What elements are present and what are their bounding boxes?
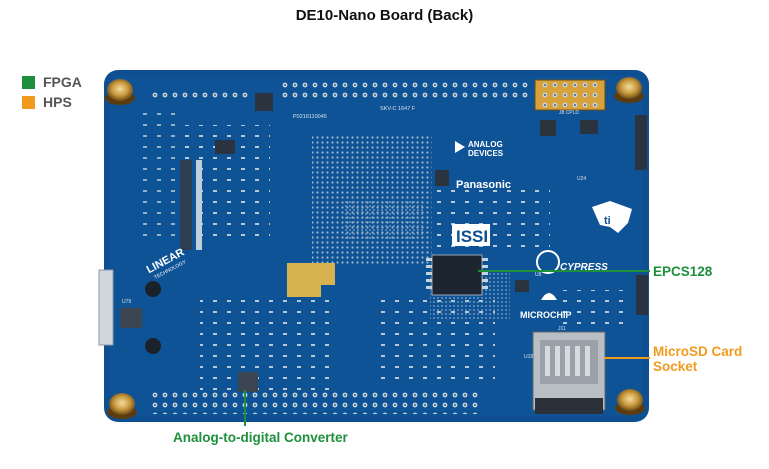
svg-text:ti: ti <box>604 215 611 227</box>
svg-text:U24: U24 <box>577 176 586 182</box>
top-gpio-header <box>280 80 530 102</box>
svg-text:DEVICES: DEVICES <box>468 149 504 158</box>
usb-connector <box>98 269 114 346</box>
svg-text:MICROCHIP: MICROCHIP <box>520 310 572 320</box>
adc-label: Analog-to-digital Converter <box>173 430 348 445</box>
svg-text:U18: U18 <box>524 354 533 360</box>
microchip-logo: MICROCHIP <box>520 293 572 320</box>
svg-text:U8: U8 <box>535 272 542 278</box>
svg-text:SKV-C 1647 F: SKV-C 1647 F <box>380 106 416 112</box>
legend-label-fpga: FPGA <box>43 74 82 90</box>
mounting-nut-tr <box>614 77 644 103</box>
panasonic-logo: Panasonic <box>456 179 511 191</box>
analog-devices-logo: ANALOG DEVICES <box>455 140 504 158</box>
microsd-label-line1: MicroSD Card <box>653 344 743 359</box>
microsd-label-line2: Socket <box>653 359 698 374</box>
microsd-label: MicroSD Card Socket <box>653 344 742 374</box>
bottom-gpio-header <box>150 392 480 414</box>
svg-text:ISSI: ISSI <box>456 227 488 246</box>
fpga-swatch <box>22 75 35 89</box>
svg-text:J8 CPLD: J8 CPLD <box>559 110 579 116</box>
texas-instruments-logo: ti <box>592 201 632 233</box>
legend-label-hps: HPS <box>43 94 72 110</box>
svg-text:U79: U79 <box>122 299 131 305</box>
svg-text:ANALOG: ANALOG <box>468 140 503 149</box>
svg-text:CYPRESS: CYPRESS <box>560 262 608 273</box>
hps-swatch <box>22 95 35 109</box>
gold-pad <box>287 263 335 297</box>
svg-text:J11: J11 <box>558 326 566 332</box>
epcs128-chip <box>431 254 483 296</box>
issi-logo: ISSI <box>452 224 490 246</box>
legend-item-hps: HPS <box>22 92 82 112</box>
page-title: DE10-Nano Board (Back) <box>295 7 474 24</box>
mounting-nut-br <box>615 389 645 415</box>
svg-text:P0216110045: P0216110045 <box>293 114 327 120</box>
epcs128-label: EPCS128 <box>653 264 713 279</box>
mounting-nut-bl <box>107 393 137 419</box>
legend: FPGA HPS <box>22 72 82 112</box>
cypress-logo: CYPRESS <box>536 250 608 274</box>
mounting-nut-tl <box>105 79 135 105</box>
legend-item-fpga: FPGA <box>22 72 82 92</box>
